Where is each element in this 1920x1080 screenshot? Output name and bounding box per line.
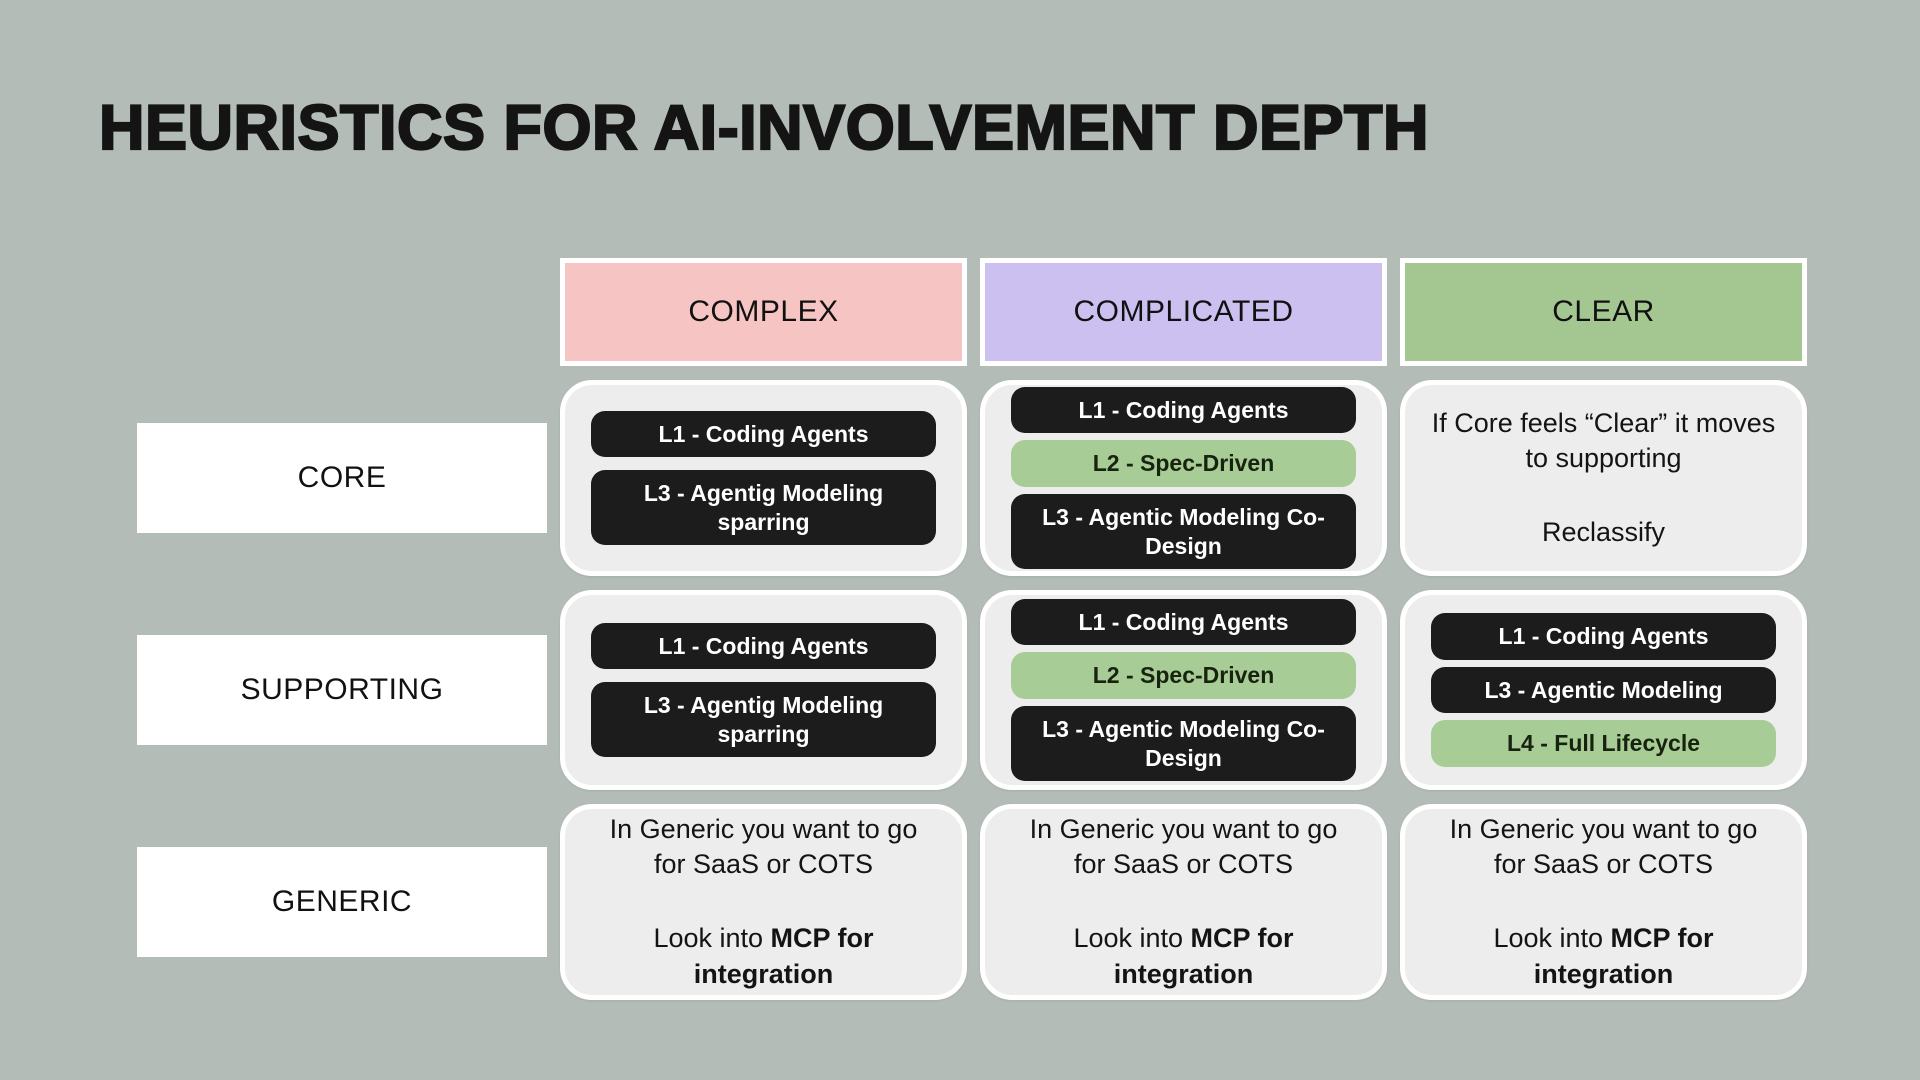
note-line: In Generic you want to go for SaaS or CO… <box>1449 813 1758 880</box>
level-pill: L1 - Coding Agents <box>1431 613 1776 660</box>
level-pill: L3 - Agentig Modeling sparring <box>591 470 936 546</box>
row-label-text: CORE <box>297 461 387 494</box>
level-pill: L3 - Agentic Modeling <box>1431 666 1776 714</box>
cell-supporting-complicated: L1 - Coding Agents L2 - Spec-Driven L3 -… <box>980 590 1387 790</box>
row-label-text: GENERIC <box>271 885 413 918</box>
note-line: In Generic you want to go for SaaS or CO… <box>1029 813 1338 880</box>
matrix-corner-spacer <box>137 258 547 366</box>
row-label-text: SUPPORTING <box>240 673 444 706</box>
cell-core-complex: L1 - Coding Agents L3 - Agentig Modeling… <box>560 380 967 576</box>
page-title: HEURISTICS FOR AI-INVOLVEMENT DEPTH <box>98 92 1430 164</box>
level-pill: L1 - Coding Agents <box>591 410 936 458</box>
note-line: Reclassify <box>1541 516 1666 547</box>
note-line: In Generic you want to go for SaaS or CO… <box>609 813 918 880</box>
cell-supporting-complex: L1 - Coding Agents L3 - Agentig Modeling… <box>560 590 967 790</box>
level-pill: L3 - Agentig Modeling sparring <box>591 682 936 758</box>
column-header-label: CLEAR <box>1552 295 1655 328</box>
cell-generic-complex: In Generic you want to go for SaaS or CO… <box>560 804 967 1000</box>
note-bold-text: MCP for integration <box>1533 923 1714 989</box>
level-pill: L2 - Spec-Driven <box>1011 440 1356 487</box>
level-pill: L4 - Full Lifecycle <box>1431 720 1776 767</box>
level-pill: L3 - Agentic Modeling Co-Design <box>1011 706 1356 782</box>
column-header-complex: COMPLEX <box>560 258 967 366</box>
level-pill: L1 - Coding Agents <box>591 622 936 670</box>
cell-generic-clear: In Generic you want to go for SaaS or CO… <box>1400 804 1807 1000</box>
level-pill: L3 - Agentic Modeling Co-Design <box>1011 494 1356 570</box>
column-header-clear: CLEAR <box>1400 258 1807 366</box>
cell-generic-complicated: In Generic you want to go for SaaS or CO… <box>980 804 1387 1000</box>
heuristics-matrix: COMPLEX COMPLICATED CLEAR CORE L1 - Codi… <box>137 258 1807 1000</box>
note-line: If Core feels “Clear” it moves to suppor… <box>1431 407 1776 474</box>
level-pill: L2 - Spec-Driven <box>1011 652 1356 699</box>
note-line: Look into MCP for integration <box>653 923 874 989</box>
level-pill: L1 - Coding Agents <box>1011 598 1356 646</box>
note-line: Look into MCP for integration <box>1493 923 1714 989</box>
row-label-supporting: SUPPORTING <box>137 635 547 745</box>
level-pill: L1 - Coding Agents <box>1011 386 1356 434</box>
cell-supporting-clear: L1 - Coding Agents L3 - Agentic Modeling… <box>1400 590 1807 790</box>
cell-core-clear: If Core feels “Clear” it moves to suppor… <box>1400 380 1807 576</box>
column-header-label: COMPLICATED <box>1073 295 1294 328</box>
column-header-complicated: COMPLICATED <box>980 258 1387 366</box>
note-bold-text: MCP for integration <box>693 923 874 989</box>
note-bold-text: MCP for integration <box>1113 923 1294 989</box>
row-label-generic: GENERIC <box>137 847 547 957</box>
row-label-core: CORE <box>137 423 547 533</box>
cell-core-complicated: L1 - Coding Agents L2 - Spec-Driven L3 -… <box>980 380 1387 576</box>
column-header-label: COMPLEX <box>688 295 839 328</box>
note-line: Look into MCP for integration <box>1073 923 1294 989</box>
